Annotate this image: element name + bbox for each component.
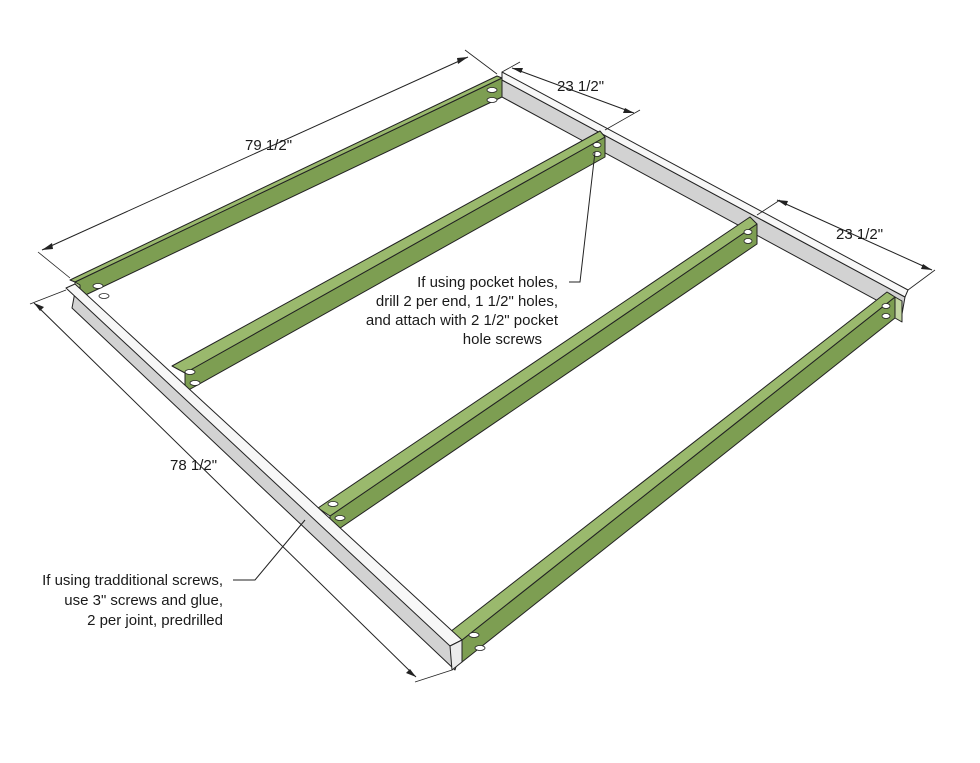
pocket-hole-icon [743, 229, 753, 235]
pocket-hole-icon [881, 303, 891, 309]
pocket-hole-icon [486, 97, 498, 103]
pocket-hole-icon [474, 645, 486, 651]
dimension-label-top-right: 23 1/2" [557, 78, 604, 95]
pocket-hole-icon [184, 369, 196, 375]
note-line: If using tradditional screws, [42, 572, 223, 589]
pocket-hole-icon [468, 632, 480, 638]
note-line: If using pocket holes, [417, 274, 558, 291]
note-line: drill 2 per end, 1 1/2" holes, [376, 293, 558, 310]
note-line: 2 per joint, predrilled [87, 612, 223, 629]
pocket-note-leader [569, 151, 596, 283]
dimension-long-top [37, 49, 498, 279]
pocket-hole-icon [881, 313, 891, 319]
pocket-hole-icon [592, 142, 602, 148]
front-rail [65, 283, 463, 671]
pocket-hole-icon [189, 380, 201, 386]
slat-board-2 [171, 130, 606, 393]
note-line: hole screws [463, 331, 542, 348]
pocket-hole-note: If using pocket holes, drill 2 per end, … [366, 274, 559, 348]
dimension-label-long-left: 78 1/2" [170, 457, 217, 474]
pocket-hole-icon [743, 238, 753, 244]
note-line: and attach with 2 1/2" pocket [366, 312, 559, 329]
slat-board-3 [317, 216, 758, 536]
dimension-label-long-top: 79 1/2" [245, 137, 292, 154]
slat-board-1 [69, 75, 503, 304]
pocket-hole-icon [334, 515, 346, 521]
screw-note-leader [233, 519, 306, 581]
note-line: use 3" screws and glue, [64, 592, 223, 609]
dimension-right-side [756, 199, 936, 291]
dimension-long-left [29, 289, 453, 683]
pocket-hole-icon [92, 283, 104, 289]
pocket-hole-icon [98, 293, 110, 299]
dimension-top-right [501, 61, 641, 131]
dimension-label-right-side: 23 1/2" [836, 226, 883, 243]
pocket-hole-icon [486, 87, 498, 93]
traditional-screw-note: If using tradditional screws, use 3" scr… [42, 572, 223, 629]
pocket-hole-icon [327, 501, 339, 507]
